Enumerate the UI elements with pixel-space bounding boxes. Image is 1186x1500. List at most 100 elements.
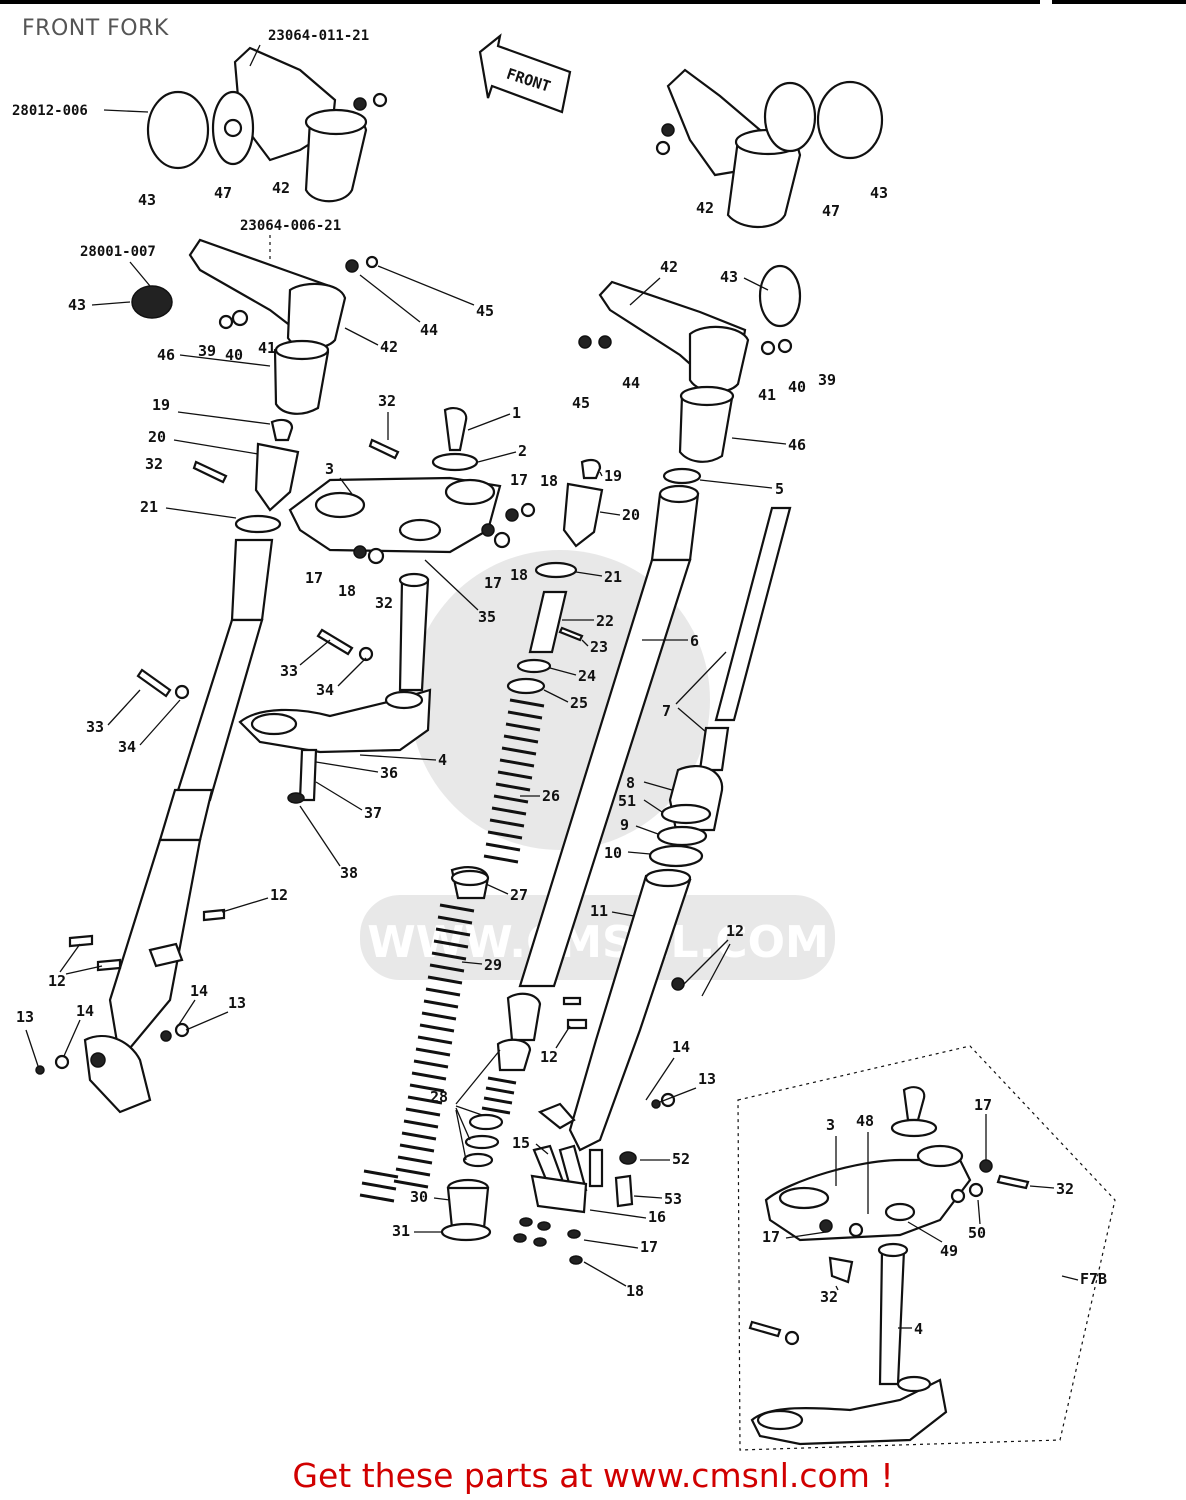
steering-stem xyxy=(238,572,432,804)
callout-28: 28 xyxy=(430,1088,448,1106)
callout-44-a: 44 xyxy=(420,321,438,339)
callout-31: 31 xyxy=(392,1222,410,1240)
callout-13-c: 13 xyxy=(698,1070,716,1088)
callout-20-a: 20 xyxy=(148,428,166,446)
inset-tag: F7B xyxy=(1080,1270,1107,1288)
callout-9: 9 xyxy=(620,816,629,834)
spring-seat xyxy=(446,1186,490,1230)
reflector-lens-right-icon xyxy=(816,80,884,160)
callout-27: 27 xyxy=(510,886,528,904)
callout-40-b: 40 xyxy=(788,378,806,396)
fork-leg-left xyxy=(35,418,300,1114)
callout-12-c: 12 xyxy=(726,922,744,940)
callout-15: 15 xyxy=(512,1134,530,1152)
callout-46-b: 46 xyxy=(788,436,806,454)
callout-21-a: 21 xyxy=(140,498,158,516)
callout-17-b: 17 xyxy=(305,569,323,587)
part-number-reflector-upper: 28012-006 xyxy=(12,103,88,119)
callout-24: 24 xyxy=(578,667,596,685)
callout-43-b: 43 xyxy=(870,184,888,202)
callout-18-b: 18 xyxy=(338,582,356,600)
fork-leg-right xyxy=(513,467,792,1265)
callout-17-e: 17 xyxy=(974,1096,992,1114)
reflector-lens-icon xyxy=(146,90,210,170)
damper-rod xyxy=(714,506,792,722)
callout-44-b: 44 xyxy=(622,374,640,392)
callout-4-a: 4 xyxy=(438,751,447,769)
callout-3-a: 3 xyxy=(325,460,334,478)
callout-19-b: 19 xyxy=(604,467,622,485)
callout-43-a: 43 xyxy=(138,191,156,209)
callout-30: 30 xyxy=(410,1188,428,1206)
inset-stem xyxy=(878,1248,906,1386)
callout-14-b: 14 xyxy=(76,1002,94,1020)
callout-18-d: 18 xyxy=(626,1282,644,1300)
callout-17-c: 17 xyxy=(484,574,502,592)
callout-33-b: 33 xyxy=(280,662,298,680)
callout-45-a: 45 xyxy=(476,302,494,320)
callout-7: 7 xyxy=(662,702,671,720)
callout-17-f: 17 xyxy=(762,1228,780,1246)
callout-38: 38 xyxy=(340,864,358,882)
callout-8: 8 xyxy=(626,774,635,792)
stem-bolt xyxy=(443,406,468,452)
reflector-small-icon xyxy=(131,285,173,319)
callout-1: 1 xyxy=(512,404,521,422)
callout-34-a: 34 xyxy=(118,738,136,756)
callout-32-a: 32 xyxy=(378,392,396,410)
part-number-bracket-left: 23064-006-21 xyxy=(240,218,341,234)
callout-48: 48 xyxy=(856,1112,874,1130)
main-spring-upper xyxy=(483,698,545,864)
fork-tube-right xyxy=(518,558,692,988)
callout-14-a: 14 xyxy=(190,982,208,1000)
callout-32-d: 32 xyxy=(1056,1180,1074,1198)
callout-35: 35 xyxy=(478,608,496,626)
callout-50: 50 xyxy=(968,1224,986,1242)
fork-slider-right xyxy=(568,874,692,1152)
inset-f7b xyxy=(737,1045,1116,1451)
callout-19-a: 19 xyxy=(152,396,170,414)
part-number-reflector-lower: 28001-007 xyxy=(80,244,156,260)
reflector-bracket-upper-right xyxy=(655,68,884,229)
callout-20-b: 20 xyxy=(622,506,640,524)
callout-18-a: 18 xyxy=(540,472,558,490)
callout-17-d: 17 xyxy=(640,1238,658,1256)
callout-40-a: 40 xyxy=(225,346,243,364)
callout-53: 53 xyxy=(664,1190,682,1208)
callout-49: 49 xyxy=(940,1242,958,1260)
callout-6: 6 xyxy=(690,632,699,650)
callout-23: 23 xyxy=(590,638,608,656)
footer-link[interactable]: Get these parts at www.cmsnl.com ! xyxy=(292,1456,894,1495)
callout-17-a: 17 xyxy=(510,471,528,489)
callout-10: 10 xyxy=(604,844,622,862)
callout-37: 37 xyxy=(364,804,382,822)
callout-14-c: 14 xyxy=(672,1038,690,1056)
top-rule-right xyxy=(1052,0,1186,4)
callout-47-b: 47 xyxy=(822,202,840,220)
callout-12-a: 12 xyxy=(270,886,288,904)
spring-damper-column xyxy=(359,458,604,1242)
upper-triple-clamp xyxy=(192,406,536,565)
oil-seal-left xyxy=(254,442,300,512)
callout-42-a: 42 xyxy=(272,179,290,197)
callout-21-b: 21 xyxy=(604,568,622,586)
callout-39-b: 39 xyxy=(818,371,836,389)
callout-12-d: 12 xyxy=(540,1048,558,1066)
callout-43-d: 43 xyxy=(720,268,738,286)
callout-42-c: 42 xyxy=(380,338,398,356)
callout-34-b: 34 xyxy=(316,681,334,699)
callout-18-c: 18 xyxy=(510,566,528,584)
callout-47-a: 47 xyxy=(214,184,232,202)
callout-36: 36 xyxy=(380,764,398,782)
callout-16: 16 xyxy=(648,1208,666,1226)
callout-32-c: 32 xyxy=(145,455,163,473)
part-number-bracket-right-upper: 23064-011-21 xyxy=(268,28,369,44)
callout-4-b: 4 xyxy=(914,1320,923,1338)
front-arrow: FRONT xyxy=(478,33,572,114)
main-spring-lower xyxy=(393,903,475,1189)
callout-11: 11 xyxy=(590,902,608,920)
callout-5: 5 xyxy=(775,480,784,498)
reflector-bracket-upper-left xyxy=(146,46,388,203)
callout-13-a: 13 xyxy=(228,994,246,1012)
